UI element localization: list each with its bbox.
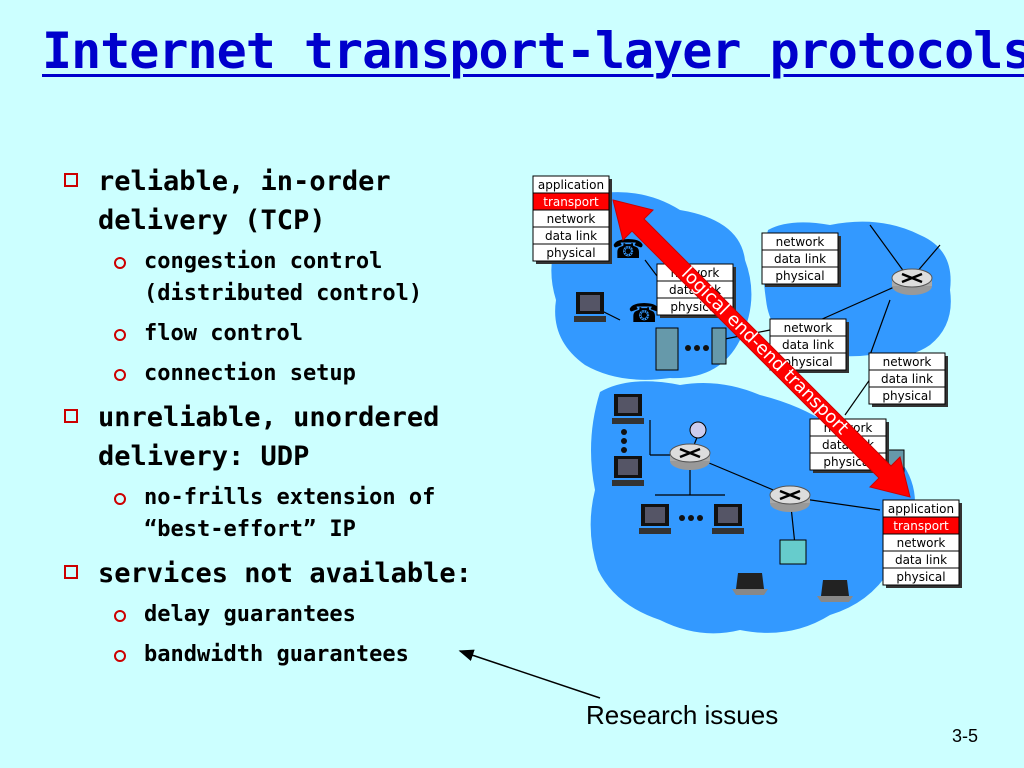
subbullet-delay: delay guarantees [60,599,480,631]
bullet-list: reliable, in-order delivery (TCP) conges… [60,162,480,679]
research-issues-label: Research issues [586,700,779,730]
protocol-stack-source-host: application transport network data link phys… [532,175,612,264]
ring-bullet-icon [114,329,126,341]
router-icon [890,267,934,297]
telephone-icon: ☎ [612,235,644,265]
stack-layer-label: network [897,536,946,550]
ring-bullet-icon [114,493,126,505]
bullet-text: unreliable, unordered delivery: UDP [98,402,440,472]
bullet-services: services not available: [60,554,480,593]
stack-layer-label: physical [546,246,595,260]
ring-bullet-icon [114,610,126,622]
subbullet-flow: flow control [60,318,480,350]
protocol-stack-destination-host: application transport network data link phys… [882,499,962,588]
square-bullet-icon [64,173,78,187]
desktop-computer-icon [639,504,671,534]
subbullet-congestion: congestion control (distributed control) [60,246,480,310]
protocol-stack-router: network data link physical [761,232,841,287]
desktop-computer-icon [574,292,606,322]
bullet-text: connection setup [144,361,356,386]
server-tower-icon [711,327,727,365]
stack-layer-label: data link [774,252,826,266]
stack-layer-label: network [776,235,825,249]
stack-layer-label: application [888,502,954,516]
router-icon [668,442,712,472]
protocol-stack-router: network data link physical [868,352,948,407]
stack-layer-label: data link [545,229,597,243]
stack-layer-box [882,567,960,586]
stack-layer-box [868,386,946,405]
square-bullet-icon [64,409,78,423]
slide-title: Internet transport-layer protocols [42,22,1024,80]
stack-layer-label: network [547,212,596,226]
bullet-text: reliable, in-order delivery (TCP) [98,166,391,236]
bullet-text: flow control [144,321,303,346]
bullet-text: congestion control (distributed control) [144,249,423,306]
subbullet-connection: connection setup [60,358,480,390]
desktop-computer-icon [612,394,644,424]
desktop-computer-icon [612,456,644,486]
square-bullet-icon [64,565,78,579]
bullet-tcp: reliable, in-order delivery (TCP) [60,162,480,240]
subbullet-bandwidth: bandwidth guarantees [60,639,480,671]
stack-layer-label: data link [895,553,947,567]
protocol-stack-router: network data link physical [769,318,849,373]
server-tower-icon [655,327,679,371]
bullet-text: no-frills extension of “best-effort” IP [144,485,436,542]
telephone-icon: ☎ [628,299,660,329]
ring-bullet-icon [114,650,126,662]
stack-layer-label: network [784,321,833,335]
annotation-arrow [458,649,601,699]
router-icon [768,484,812,514]
stack-layer-label: physical [775,269,824,283]
dots-icon [621,345,709,521]
wireless-access-point-icon [779,539,807,565]
stack-layer-label: data link [881,372,933,386]
stack-layer-label: data link [782,338,834,352]
stack-layer-label: transport [893,519,949,533]
bullet-udp: unreliable, unordered delivery: UDP [60,398,480,476]
bullet-text: services not available: [98,558,472,589]
desktop-computer-icon [712,504,744,534]
ring-bullet-icon [114,369,126,381]
stack-layer-label: physical [882,389,931,403]
stack-layer-label: transport [543,195,599,209]
stack-layer-label: network [883,355,932,369]
stack-layer-label: physical [783,355,832,369]
subbullet-nofrills: no-frills extension of “best-effort” IP [60,482,480,546]
bullet-text: bandwidth guarantees [144,642,409,667]
bullet-text: delay guarantees [144,602,356,627]
ring-bullet-icon [114,257,126,269]
stack-layer-label: application [538,178,604,192]
stack-layer-box [532,243,610,262]
stack-layer-label: physical [896,570,945,584]
page-number: 3-5 [952,726,979,746]
satellite-dish-icon [689,421,707,439]
stack-layer-box [761,266,839,285]
